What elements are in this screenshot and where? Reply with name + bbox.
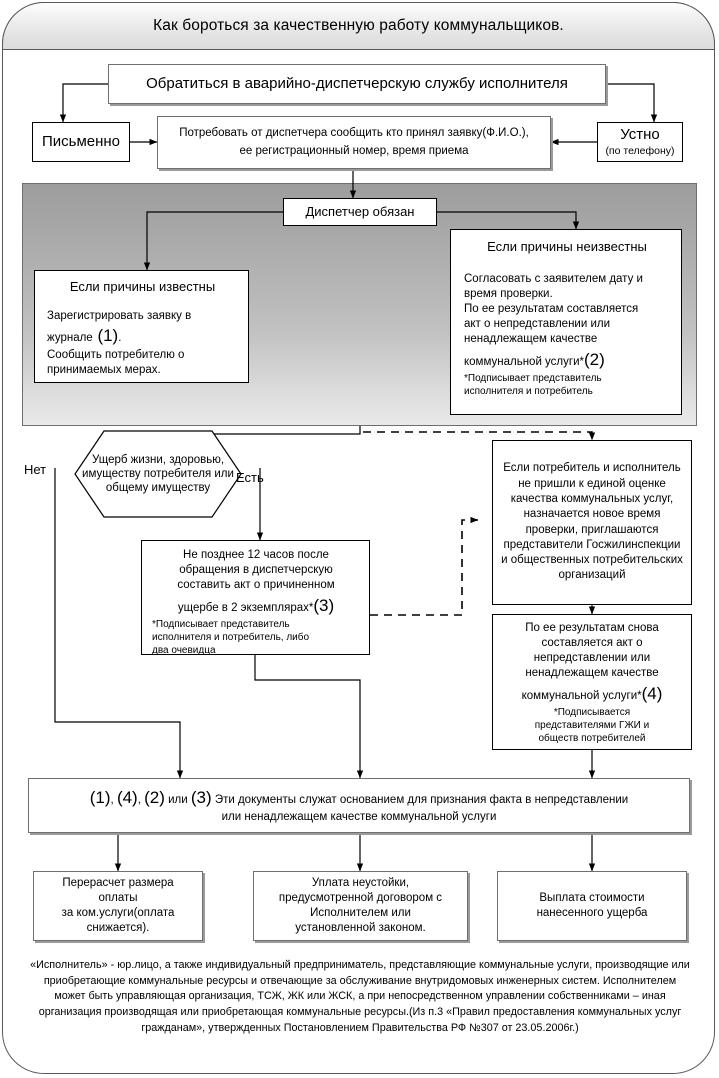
node-repeat-act[interactable]: По ее результатам снова составляется акт… [492, 614, 692, 750]
summary-line2: или ненадлежащем качестве коммунальной у… [221, 810, 497, 823]
unknown-line6: коммунальной услуги*(2) [464, 349, 605, 369]
act12-line4: ущербе в 2 экземплярах*(3) [177, 595, 335, 615]
reasons-unknown-title: Если причины неизвестны [487, 239, 647, 254]
node-written[interactable]: Письменно [32, 122, 130, 162]
node-reasons-known[interactable]: Если причины известны Зарегистрировать з… [34, 270, 249, 383]
repeat-line5: коммунальной услуги*(4) [521, 683, 663, 703]
summary-line1: (1), (4), (2) или (3) Эти документы служ… [89, 787, 629, 807]
node-oral[interactable]: Устно (по телефону) [597, 122, 683, 162]
node-disagreement[interactable]: Если потребитель и исполнитель не пришли… [492, 440, 692, 605]
node-outcome-damage-payment[interactable]: Выплата стоимости нанесенного ущерба [497, 871, 687, 941]
node-summary[interactable]: (1), (4), (2) или (3) Эти документы служ… [28, 778, 690, 833]
label-yes: Есть [236, 470, 264, 485]
known-line2: журнале (1). [47, 325, 122, 345]
footnote-text: «Исполнитель» - юр.лицо, а также индивид… [30, 959, 690, 1034]
node-dispatcher-must[interactable]: Диспетчер обязан [283, 198, 437, 226]
node-reasons-unknown[interactable]: Если причины неизвестны Согласовать с за… [450, 229, 682, 415]
node-damage-decision[interactable]: Ущерб жизни, здоровью, имуществу потреби… [74, 430, 242, 518]
reasons-known-title: Если причины известны [69, 279, 216, 294]
node-outcome-penalty[interactable]: Уплата неустойки, предусмотренной догово… [253, 871, 468, 941]
title-bar: Как бороться за качественную работу комм… [2, 2, 715, 50]
node-demand-info[interactable]: Потребовать от диспетчера сообщить кто п… [157, 116, 551, 169]
node-outcome-recalculation[interactable]: Перерасчет размера оплаты за ком.услуги(… [33, 871, 203, 941]
node-start[interactable]: Обратиться в аварийно-диспетчерскую служ… [108, 64, 606, 104]
damage-decision-label: Ущерб жизни, здоровью, имуществу потреби… [82, 453, 234, 494]
page-title: Как бороться за качественную работу комм… [153, 17, 564, 34]
node-act-12-hours[interactable]: Не позднее 12 часов после обращения в ди… [141, 540, 370, 656]
label-no: Нет [24, 462, 47, 477]
